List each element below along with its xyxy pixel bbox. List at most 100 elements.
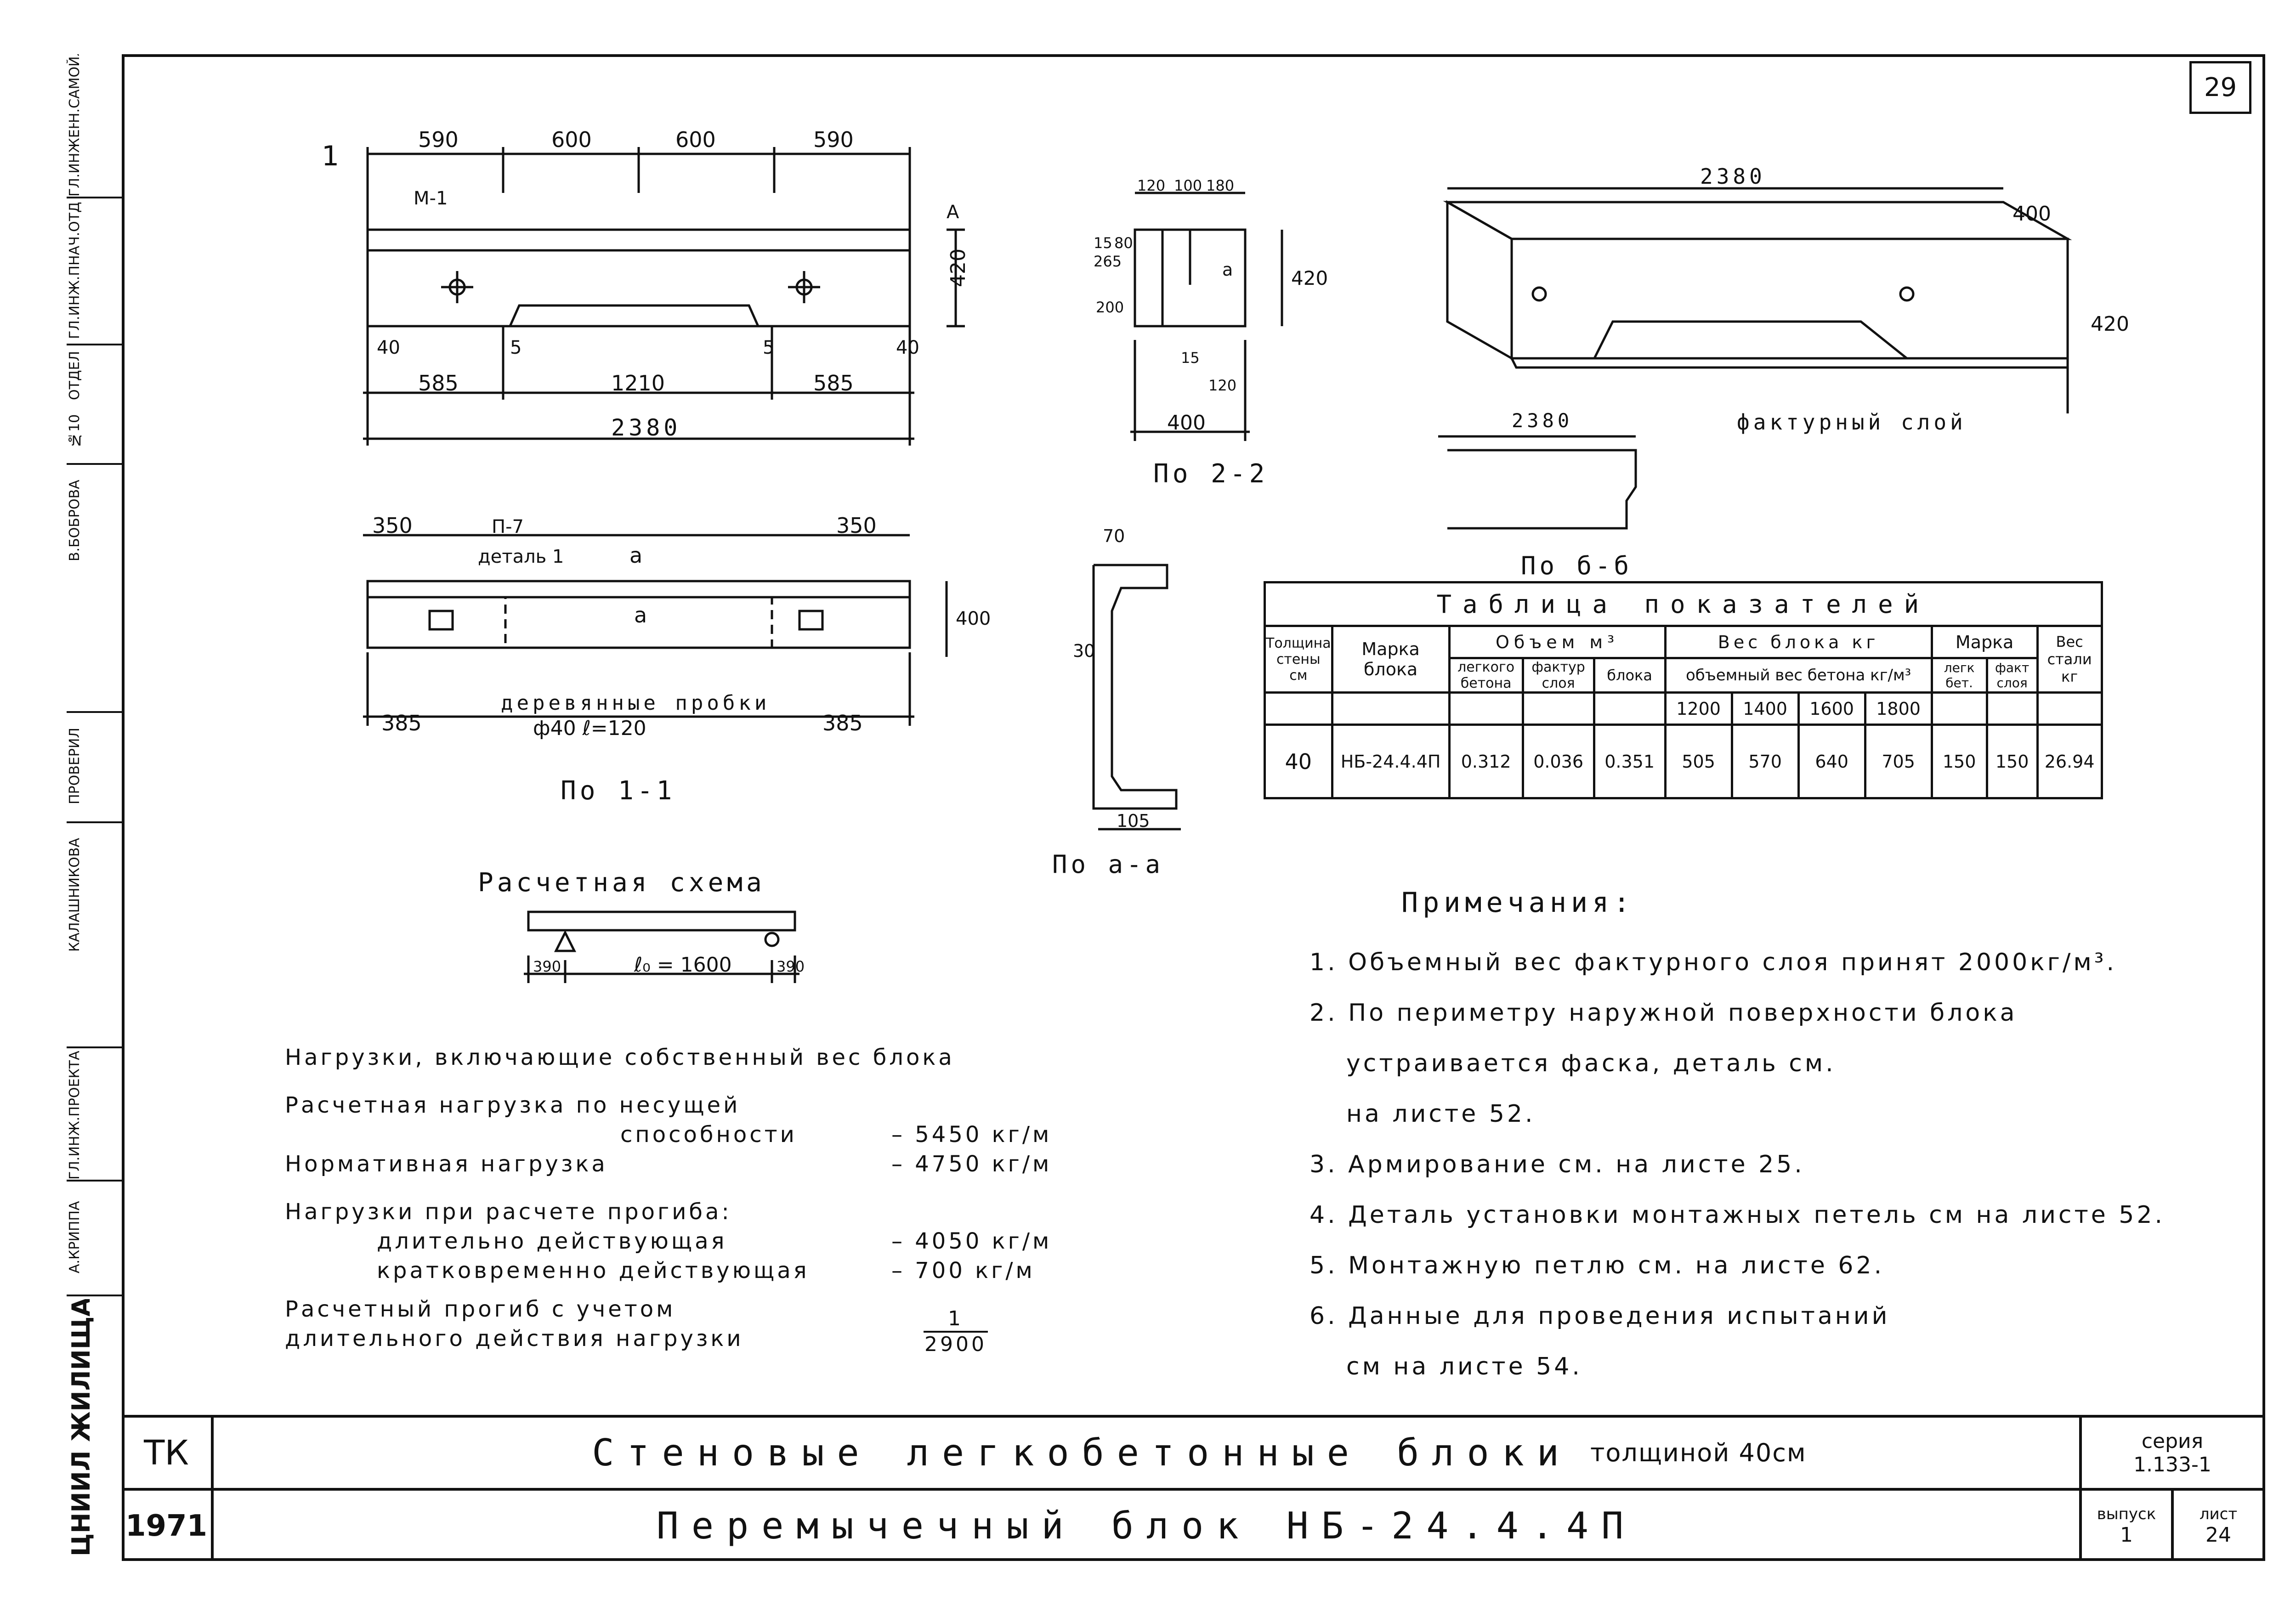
load-row: длительного действия нагрузки bbox=[285, 1326, 744, 1351]
load-row: Расчетный прогиб с учетом bbox=[285, 1296, 676, 1322]
dim: 5 bbox=[510, 337, 522, 358]
tb-series-value: 1.133-1 bbox=[2133, 1453, 2211, 1476]
th-vol-fact: фактур слоя bbox=[1521, 657, 1595, 694]
note-item: 1. Объемный вес фактурного слоя принят 2… bbox=[1310, 949, 2117, 976]
tb-subtitle: толщиной 40см bbox=[1590, 1438, 1807, 1467]
th-grade-light: легк бет. bbox=[1930, 657, 1988, 694]
dim: 80 bbox=[1114, 234, 1133, 252]
callout: деталь 1 bbox=[478, 546, 564, 567]
dim: 5 bbox=[763, 337, 774, 358]
dim: 585 bbox=[418, 371, 459, 396]
dim: 385 bbox=[822, 711, 863, 735]
tb-block-title: Перемычечный блок НБ-24.4.4П bbox=[656, 1504, 1637, 1547]
mark-label: М-1 bbox=[414, 188, 448, 209]
load-value: – 5450 кг/м bbox=[891, 1122, 1052, 1148]
dim: 585 bbox=[813, 371, 854, 396]
dim: 350 bbox=[372, 513, 413, 538]
dim: 600 bbox=[551, 127, 592, 152]
cell-steel: 26.94 bbox=[2036, 724, 2103, 799]
tb-sheet: лист 24 bbox=[2171, 1491, 2263, 1561]
approval-strip: Н.САМОЙЛ ГЛ.ИНЖЕНЕР НАЧ.ОТД. ГЛ.ИНЖ.ПР-Т… bbox=[67, 54, 122, 1561]
dim: 400 bbox=[2013, 202, 2051, 226]
tb-issue-label: выпуск bbox=[2097, 1505, 2156, 1523]
th-vol-block: блока bbox=[1593, 657, 1667, 694]
tb-series-label: серия bbox=[2141, 1429, 2204, 1453]
cell-g1: 150 bbox=[1930, 724, 1988, 799]
tb-series: серия 1.133-1 bbox=[2079, 1418, 2263, 1488]
dim: 420 bbox=[2091, 312, 2129, 336]
dim: 385 bbox=[381, 711, 422, 735]
dim: 200 bbox=[1096, 299, 1124, 316]
dim: 2380 bbox=[1512, 409, 1573, 432]
load-value: – 4750 кг/м bbox=[891, 1151, 1052, 1177]
dim: 590 bbox=[813, 127, 854, 152]
loads: Нагрузки, включающие собственный вес бло… bbox=[285, 1043, 1049, 1356]
note-item: 2. По периметру наружной поверхности бло… bbox=[1310, 999, 2018, 1027]
tb-title: Стеновые легкобетонные блоки bbox=[592, 1431, 1572, 1474]
load-row: Расчетная нагрузка по несущей bbox=[285, 1092, 741, 1118]
cell-v1: 0.312 bbox=[1448, 724, 1524, 799]
cell-w4: 705 bbox=[1864, 724, 1933, 799]
dim-width: 400 bbox=[1167, 411, 1206, 435]
note-item: см на листе 54. bbox=[1346, 1353, 1582, 1380]
load-row: Нормативная нагрузка bbox=[285, 1151, 608, 1177]
th-w4: 1800 bbox=[1864, 691, 1933, 726]
section-a: А bbox=[947, 202, 959, 223]
th-volume: Объем м³ bbox=[1448, 625, 1667, 659]
label-a: а bbox=[634, 603, 647, 628]
tb-sheet-value: 24 bbox=[2205, 1523, 2231, 1547]
load-value: – 4050 кг/м bbox=[891, 1228, 1052, 1254]
th-weight: Вес блока кг bbox=[1664, 625, 1933, 659]
dim: 400 bbox=[956, 608, 991, 629]
calc-title: Расчетная схема bbox=[478, 868, 765, 898]
note-item: 6. Данные для проведения испытаний bbox=[1310, 1302, 1890, 1330]
tb-issue: выпуск 1 bbox=[2079, 1491, 2171, 1561]
cell-v2: 0.036 bbox=[1521, 724, 1595, 799]
dim: 70 bbox=[1103, 526, 1125, 546]
dim-height: 420 bbox=[947, 249, 970, 287]
tb-sheet-label: лист bbox=[2199, 1505, 2238, 1523]
dim: 265 bbox=[1094, 253, 1122, 270]
th-grade: Марка bbox=[1930, 625, 2039, 659]
note-item: на листе 52. bbox=[1346, 1100, 1536, 1128]
dim: 15 bbox=[1181, 349, 1200, 367]
dim: 1210 bbox=[611, 371, 665, 396]
dim: 350 bbox=[836, 513, 877, 538]
side-label: а bbox=[1222, 260, 1233, 280]
note-item: устраивается фаска, деталь см. bbox=[1346, 1050, 1836, 1077]
wood-plugs-dim: ф40 ℓ=120 bbox=[533, 717, 646, 740]
th-mark: Марка блока bbox=[1331, 625, 1451, 694]
elevation-outline bbox=[366, 228, 911, 328]
dim-height: 420 bbox=[1291, 267, 1328, 289]
dim: 105 bbox=[1117, 811, 1150, 831]
indicator-table: Таблица показателей Толщина стены см Мар… bbox=[1264, 581, 2103, 799]
th-grade-fact: факт слоя bbox=[1985, 657, 2039, 694]
dim: 30 bbox=[1073, 641, 1095, 661]
cell-wall: 40 bbox=[1264, 724, 1333, 799]
note-item: 3. Армирование см. на листе 25. bbox=[1310, 1151, 1805, 1178]
sheet-number: 29 bbox=[2189, 61, 2251, 114]
cell-w2: 570 bbox=[1730, 724, 1800, 799]
tb-issue-value: 1 bbox=[2120, 1523, 2133, 1547]
dim: 390 bbox=[777, 958, 805, 975]
tb-year: 1971 bbox=[122, 1491, 214, 1561]
facing-label: фактурный слой bbox=[1737, 410, 1967, 435]
fraction-numerator: 1 bbox=[948, 1307, 964, 1330]
dim: 40 bbox=[377, 337, 400, 358]
load-row: Нагрузки при расчете прогиба: bbox=[285, 1199, 732, 1225]
cell-mark: НБ-24.4.4П bbox=[1331, 724, 1451, 799]
dim: 2380 bbox=[1700, 164, 1766, 189]
section-title: По 1-1 bbox=[561, 776, 675, 806]
label-a: а bbox=[629, 543, 642, 568]
cell-v3: 0.351 bbox=[1593, 724, 1667, 799]
loads-header: Нагрузки, включающие собственный вес бло… bbox=[285, 1045, 955, 1070]
note-item: 5. Монтажную петлю см. на листе 62. bbox=[1310, 1252, 1885, 1279]
dim-span: ℓ₀ = 1600 bbox=[634, 953, 732, 977]
notes-title: Примечания: bbox=[1401, 887, 1635, 919]
dim: 120 bbox=[1208, 377, 1236, 394]
dim: 390 bbox=[533, 958, 561, 975]
dim: 100 bbox=[1174, 177, 1202, 194]
deflection-fraction: 1 2900 bbox=[924, 1307, 988, 1357]
load-row: способности bbox=[620, 1122, 797, 1148]
